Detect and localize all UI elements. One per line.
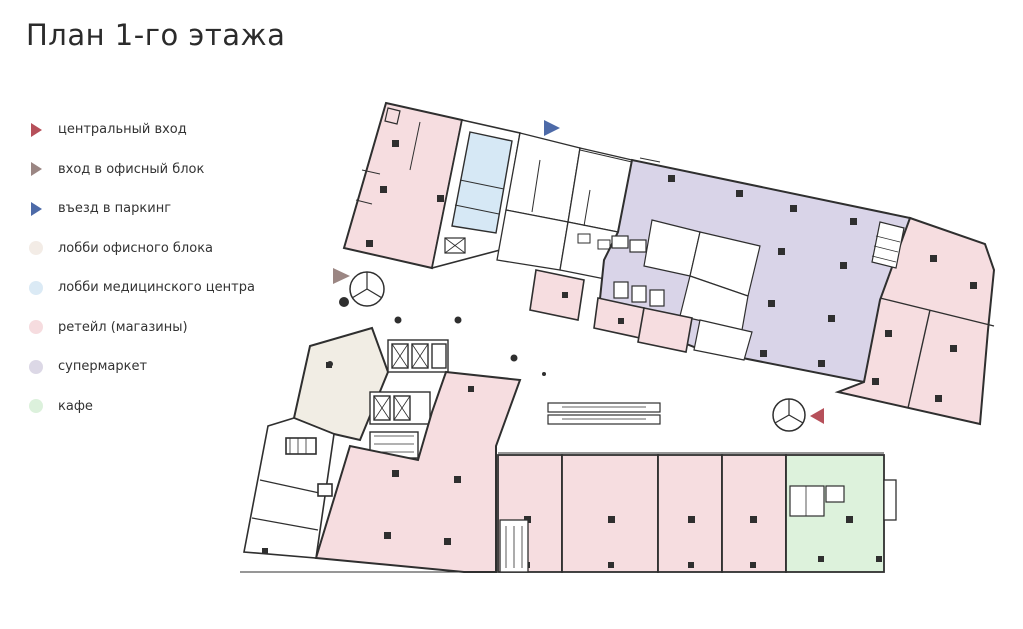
escalators [547, 402, 661, 425]
legend-item: въезд в паркинг [28, 189, 298, 229]
atrium-columns [327, 297, 546, 376]
office-lobby-swatch-icon [28, 240, 44, 256]
central-entrance-marker [810, 408, 824, 424]
legend-item: ретейл (магазины) [28, 308, 298, 348]
legend-label: ретейл (магазины) [58, 319, 188, 335]
zone-retail-south [497, 454, 787, 573]
legend-label: супермаркет [58, 359, 148, 375]
supermarket-swatch-icon [28, 359, 44, 375]
office-entrance-arrow-icon [28, 161, 44, 177]
medical-lobby-swatch-icon [28, 280, 44, 296]
facade-ticks [240, 149, 884, 573]
office-entrance-marker [333, 268, 350, 284]
legend-label: центральный вход [58, 122, 187, 138]
legend-label: вход в офисный блок [58, 161, 205, 177]
revolving-door-west [349, 271, 385, 307]
legend-item: лобби медицинского центра [28, 268, 298, 308]
zone-retail-east [834, 216, 996, 426]
legend-label: кафе [58, 398, 93, 414]
cafe-swatch-icon [28, 398, 44, 414]
legend-item: вход в офисный блок [28, 150, 298, 190]
legend-label: въезд в паркинг [58, 201, 172, 217]
revolving-door-east [772, 398, 806, 432]
zone-retail-mid [529, 269, 693, 353]
entrance-arrow-icon [28, 122, 44, 138]
retail-swatch-icon [28, 319, 44, 335]
zone-supermarket [596, 158, 912, 384]
washroom-block [611, 235, 665, 307]
page-title: План 1-го этажа [26, 18, 286, 52]
zone-retail-south-west [314, 370, 522, 573]
service-strip-north [430, 119, 521, 270]
parking-entrance-arrow-icon [28, 201, 44, 217]
utility-rooms-north [496, 132, 633, 281]
legend-label: лобби офисного блока [58, 240, 214, 256]
service-west [243, 417, 335, 559]
legend-item: супермаркет [28, 347, 298, 387]
stair-south [499, 519, 529, 573]
legend-item: кафе [28, 387, 298, 427]
legend-item: центральный вход [28, 110, 298, 150]
elevator-core [369, 339, 449, 459]
legend-item: лобби офисного блока [28, 229, 298, 269]
legend-label: лобби медицинского центра [58, 280, 255, 296]
parking-entrance-marker [544, 120, 560, 136]
legend: центральный вход вход в офисный блок въезд… [28, 110, 298, 426]
zone-cafe [785, 454, 897, 573]
